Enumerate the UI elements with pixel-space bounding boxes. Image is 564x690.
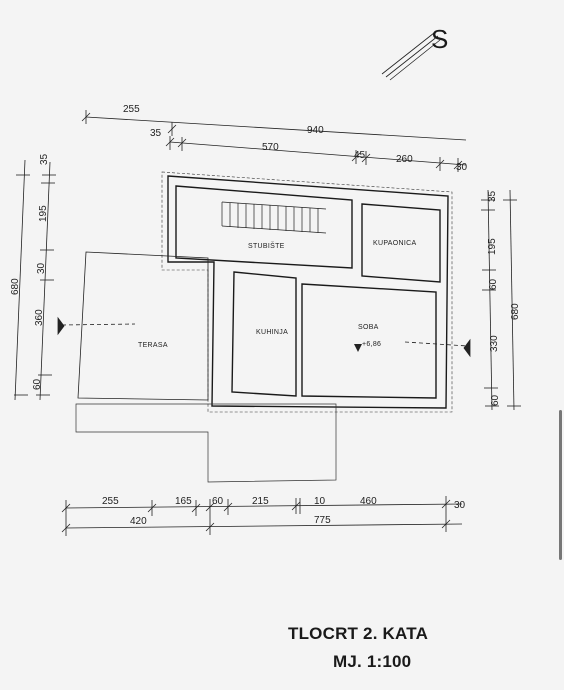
level-value: +6,86: [362, 341, 381, 348]
stairs: [221, 201, 327, 234]
dim-bottom-4: 215: [252, 496, 269, 507]
dim-top-3: 35: [150, 128, 162, 139]
kitchen-wall: [231, 271, 297, 397]
dim-line-right-1: [487, 189, 493, 411]
dim-right-6: 680: [510, 303, 521, 320]
dim-bottom-1: 255: [102, 496, 119, 507]
dim-line-left-1: [39, 161, 51, 401]
dim-left-3: 30: [36, 262, 47, 274]
dim-left-1: 35: [39, 153, 50, 165]
dim-line-right-2: [509, 189, 515, 411]
room-label-kuhinja: KUHINJA: [256, 329, 288, 336]
dim-top-1: 255: [123, 104, 140, 115]
plan-scale: MJ. 1:100: [333, 652, 412, 671]
dim-top-4: 570: [262, 142, 279, 153]
outer-wall: [167, 175, 449, 409]
stairwell-wall: [175, 185, 353, 269]
dim-right-3: 60: [488, 278, 499, 290]
dim-left-4: 360: [34, 309, 45, 326]
bathroom-wall: [361, 203, 441, 283]
dim-top-6: 260: [396, 154, 413, 165]
dim-left-5: 60: [32, 378, 43, 390]
dim-bottom-2: 165: [175, 496, 192, 507]
dim-line-bottom-1: [65, 503, 463, 509]
dim-right-2: 195: [487, 238, 498, 255]
dim-line-top-1: [85, 116, 467, 141]
terrace-outline: [77, 251, 209, 401]
dim-bottom-7: 30: [454, 500, 466, 511]
dim-right-1: 35: [487, 190, 498, 202]
room-label-terasa: TERASA: [138, 342, 168, 349]
dim-left-6: 680: [10, 278, 21, 295]
section-marker-icon: [57, 316, 65, 336]
room-wall: [301, 283, 437, 399]
north-label: S: [431, 24, 448, 54]
lower-outline: [75, 403, 337, 483]
dim-line-top-2: [169, 141, 467, 166]
dim-left-2: 195: [38, 205, 49, 222]
dim-right-4: 330: [489, 335, 500, 352]
dim-right-5: 60: [490, 394, 501, 406]
level-marker-icon: [354, 344, 362, 352]
dim-line-bottom-2: [65, 523, 463, 529]
plan-title: TLOCRT 2. KATA: [288, 624, 429, 643]
dim-bottom-5: 10: [314, 496, 326, 507]
scrollbar[interactable]: [559, 410, 562, 560]
dim-bottom-3: 60: [212, 496, 224, 507]
dim-line-left-2: [14, 159, 26, 401]
dim-bottom-9: 775: [314, 515, 331, 526]
north-arrow-icon: [381, 32, 441, 81]
dim-top-7: 30: [456, 162, 468, 173]
section-marker-icon: [463, 338, 471, 358]
dim-top-5: 45: [354, 150, 366, 161]
dim-top-2: 940: [307, 125, 324, 136]
room-label-stubiste: STUBIŠTE: [248, 241, 285, 250]
dim-bottom-8: 420: [130, 516, 147, 527]
dim-bottom-6: 460: [360, 496, 377, 507]
room-label-soba: SOBA: [358, 324, 379, 331]
room-label-kupaonica: KUPAONICA: [373, 240, 416, 247]
